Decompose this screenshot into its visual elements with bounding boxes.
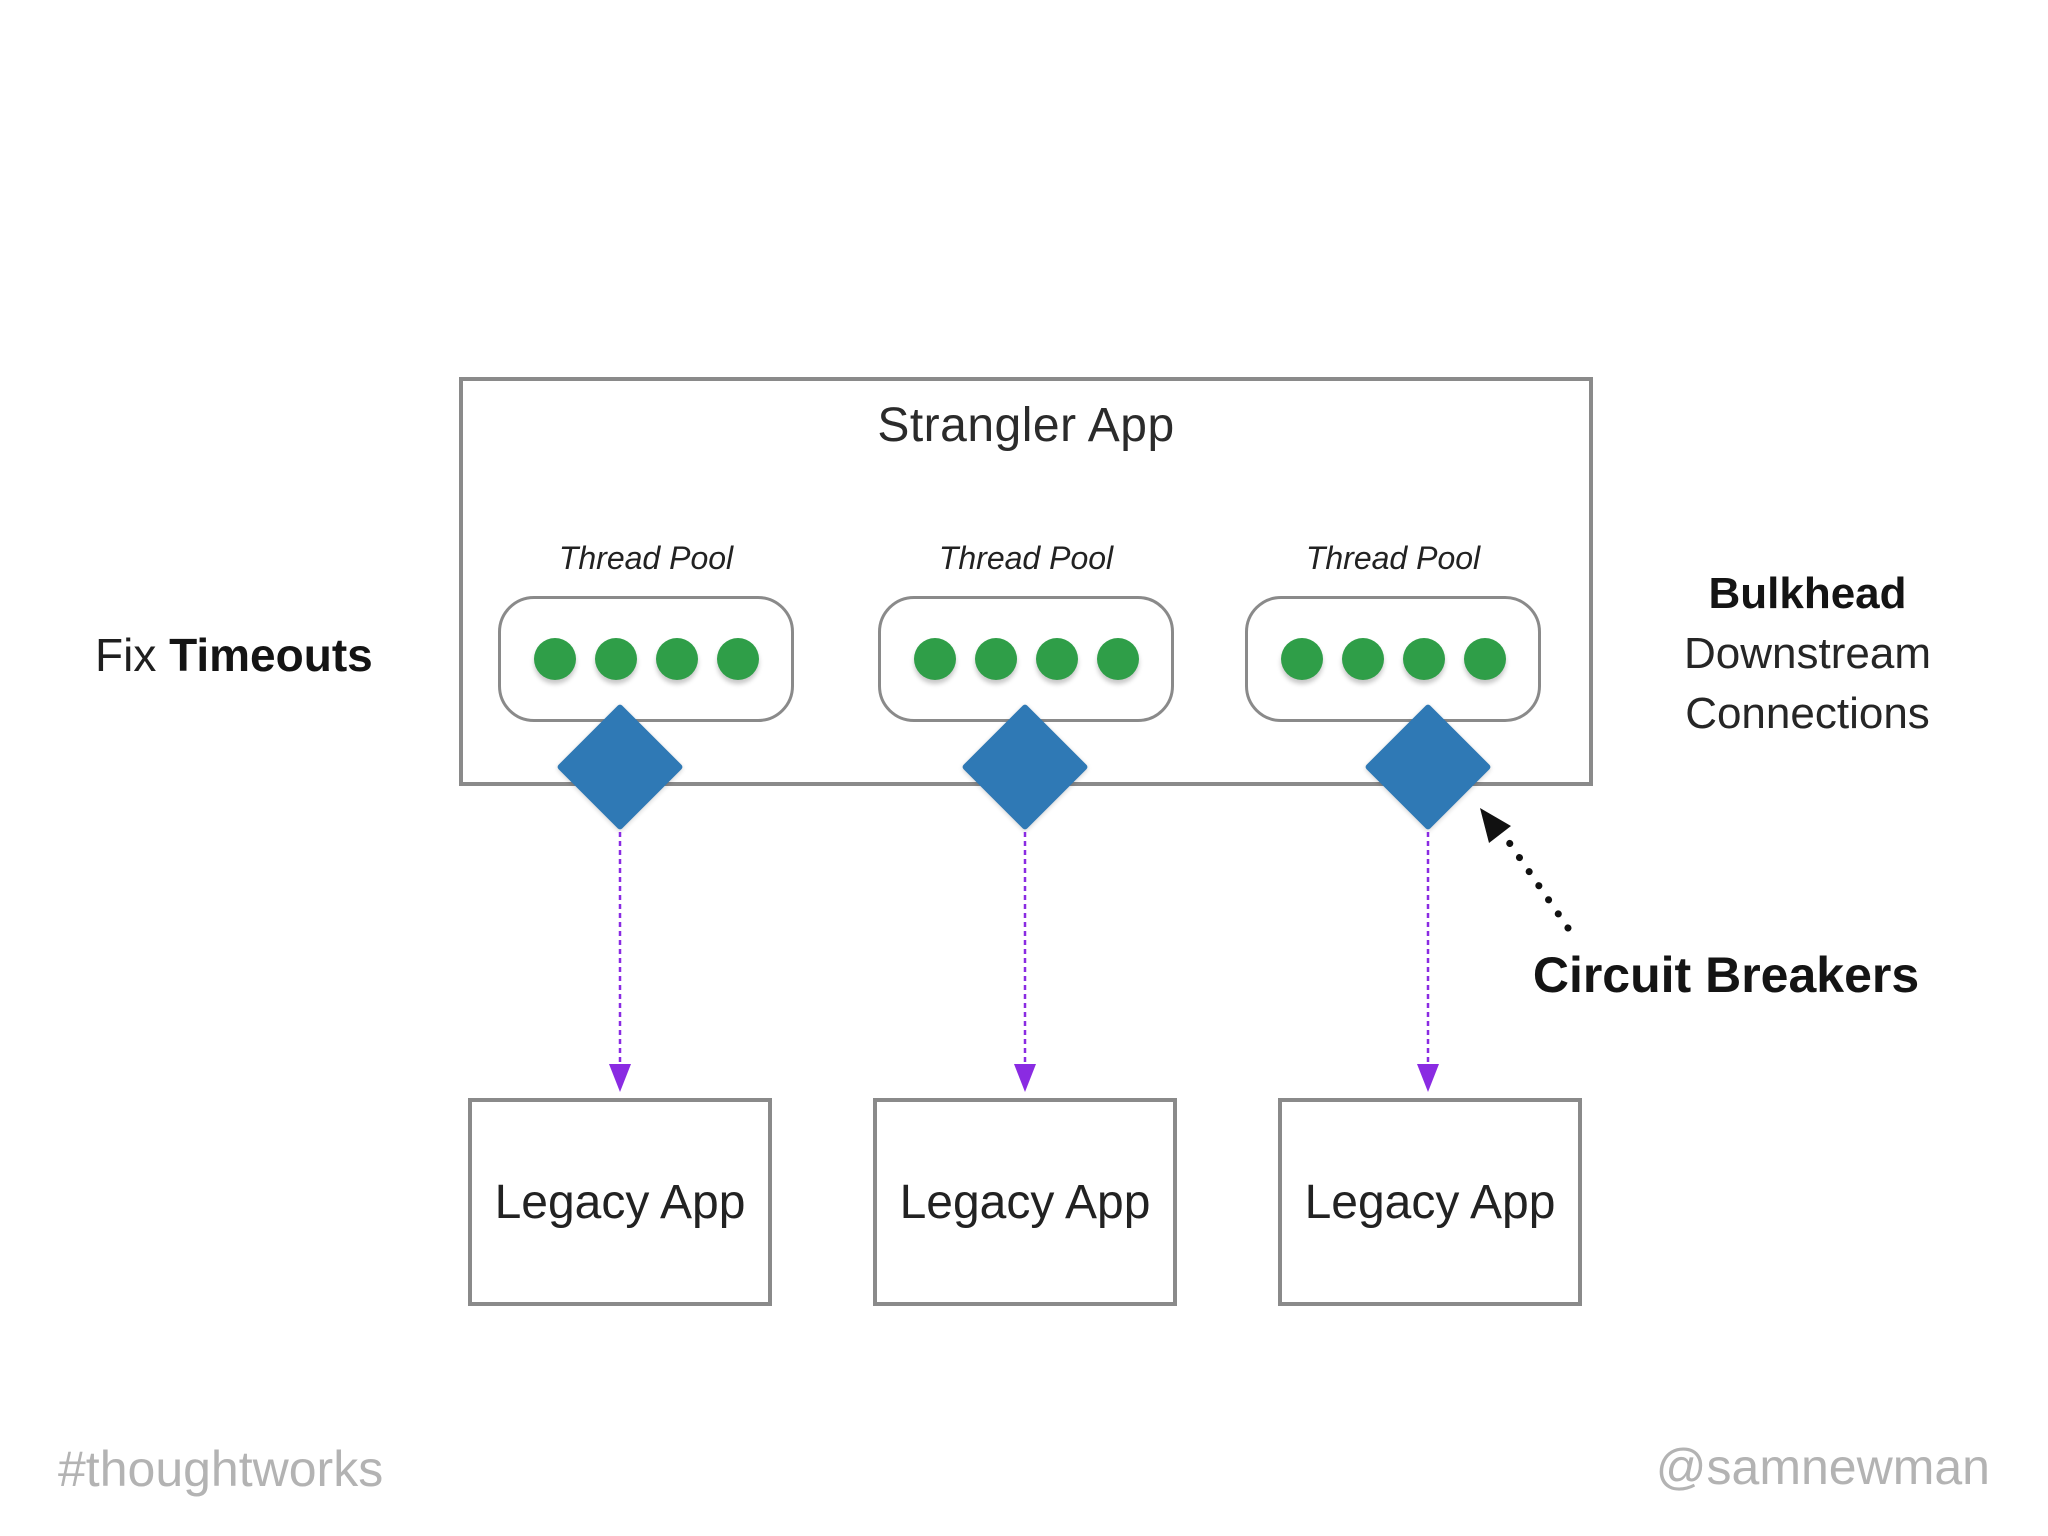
samnewman-handle-text: @samnewman — [1655, 1439, 1990, 1495]
thread-dot — [974, 638, 1017, 680]
legacy-app-box-1: Legacy App — [468, 1098, 772, 1306]
thread-pool-label: Thread Pool — [938, 540, 1114, 576]
circuit-breakers-annotation: Circuit Breakers — [1532, 947, 1920, 1003]
thread-pool-box — [1245, 596, 1541, 722]
thread-dot — [913, 638, 956, 680]
legacy-app-label: Legacy App — [899, 1175, 1151, 1229]
connection-arrow-1 — [609, 832, 631, 1092]
thread-dot — [655, 638, 698, 680]
arrowhead-down-icon — [1417, 1064, 1439, 1092]
arrowhead-upleft-icon — [1480, 808, 1511, 843]
arrowhead-down-icon — [1014, 1064, 1036, 1092]
strangler-app-title: Strangler App — [877, 399, 1175, 452]
thread-pool-group-2: Thread Pool — [878, 536, 1174, 722]
thread-pool-label: Thread Pool — [1305, 540, 1481, 576]
thread-pool-box — [498, 596, 794, 722]
thread-dot — [1096, 638, 1139, 680]
bulkhead-line-2: Downstream — [1684, 629, 1931, 678]
thread-dot — [716, 638, 759, 680]
thread-pool-group-3: Thread Pool — [1245, 536, 1541, 722]
legacy-app-label: Legacy App — [494, 1175, 746, 1229]
thread-dot — [1402, 638, 1445, 680]
bulkhead-annotation: Bulkhead Downstream Connections — [1620, 564, 1995, 744]
thread-dot — [533, 638, 576, 680]
thread-dot — [1341, 638, 1384, 680]
fix-timeouts-label: Fix Timeouts — [95, 628, 373, 682]
arrowhead-down-icon — [609, 1064, 631, 1092]
legacy-app-label: Legacy App — [1304, 1175, 1556, 1229]
circuit-breakers-pointer-arrow — [1480, 808, 1572, 932]
thread-dot — [1463, 638, 1506, 680]
fix-label-emphasis: Timeouts — [169, 629, 373, 681]
thread-dot — [1280, 638, 1323, 680]
hashtag-thoughtworks-text: #thoughtworks — [58, 1441, 384, 1497]
connection-arrow-3 — [1417, 832, 1439, 1092]
thread-pool-box — [878, 596, 1174, 722]
legacy-app-box-2: Legacy App — [873, 1098, 1177, 1306]
fix-label-prefix: Fix — [95, 629, 170, 681]
legacy-app-box-3: Legacy App — [1278, 1098, 1582, 1306]
thread-pool-group-1: Thread Pool — [498, 536, 794, 722]
bulkhead-line-1: Bulkhead — [1708, 569, 1907, 618]
connection-arrow-2 — [1014, 832, 1036, 1092]
thread-pool-label: Thread Pool — [558, 540, 734, 576]
bulkhead-line-3: Connections — [1685, 689, 1930, 738]
thread-dot — [1035, 638, 1078, 680]
thread-dot — [594, 638, 637, 680]
